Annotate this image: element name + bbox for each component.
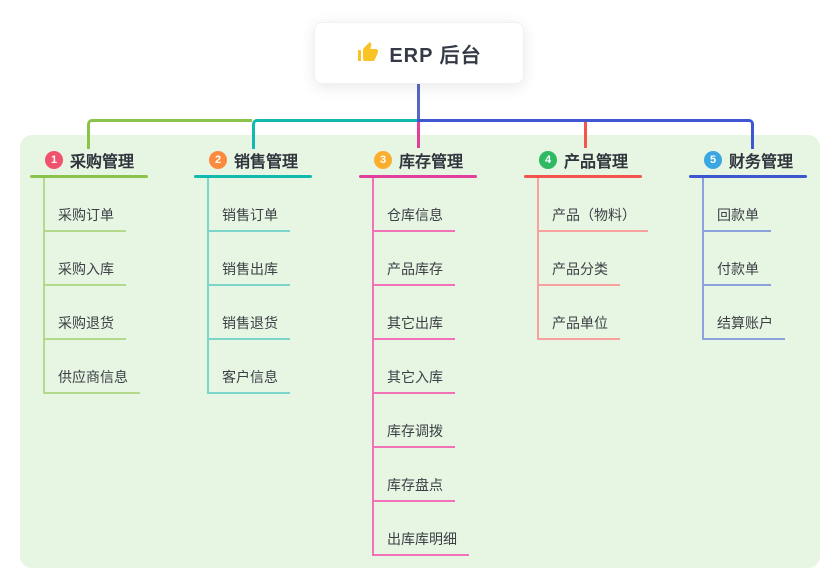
- node-label: 产品单位: [552, 315, 608, 331]
- mindmap-node[interactable]: 销售订单: [209, 178, 290, 232]
- mindmap-node[interactable]: 其它出库: [374, 286, 455, 340]
- branch-label: 产品管理: [564, 154, 629, 171]
- node-label: 其它入库: [387, 369, 443, 385]
- mindmap-node[interactable]: 付款单: [704, 232, 771, 286]
- mindmap-node[interactable]: 产品分类: [539, 232, 620, 286]
- branch-underline: [194, 175, 312, 178]
- branch-header[interactable]: 5 财务管理: [689, 148, 793, 172]
- mindmap-node[interactable]: 产品库存: [374, 232, 455, 286]
- branch-number-badge: 1: [45, 151, 63, 169]
- mindmap-node[interactable]: 销售出库: [209, 232, 290, 286]
- node-label: 回款单: [717, 207, 759, 223]
- branch-number-badge: 2: [209, 151, 227, 169]
- connector-elbow-branch-1: [87, 119, 252, 149]
- connector-drop-branch-4: [584, 122, 587, 148]
- node-label: 采购退货: [58, 315, 114, 331]
- root-node[interactable]: ERP 后台: [314, 22, 524, 84]
- branch-number-badge: 3: [374, 151, 392, 169]
- node-label: 销售退货: [222, 315, 278, 331]
- branch-label: 销售管理: [234, 154, 299, 171]
- branch-underline: [359, 175, 477, 178]
- node-label: 仓库信息: [387, 207, 443, 223]
- branch-children: 回款单 付款单 结算账户: [702, 178, 785, 340]
- connector-elbow-branch-5: [417, 119, 754, 149]
- branch-underline: [30, 175, 148, 178]
- branch-label: 库存管理: [399, 154, 464, 171]
- mindmap-panel: [20, 135, 820, 568]
- branch-column-5: 5 财务管理 回款单 付款单 结算账户: [689, 148, 807, 340]
- node-label: 采购订单: [58, 207, 114, 223]
- branch-underline: [689, 175, 807, 178]
- mindmap-node[interactable]: 采购入库: [45, 232, 126, 286]
- node-label: 产品（物料）: [552, 207, 636, 223]
- mindmap-node[interactable]: 供应商信息: [45, 340, 140, 394]
- branch-header[interactable]: 3 库存管理: [359, 148, 463, 172]
- branch-header[interactable]: 2 销售管理: [194, 148, 298, 172]
- branch-children: 销售订单 销售出库 销售退货 客户信息: [207, 178, 290, 394]
- mindmap-node[interactable]: 采购订单: [45, 178, 126, 232]
- mindmap-node[interactable]: 客户信息: [209, 340, 290, 394]
- node-label: 采购入库: [58, 261, 114, 277]
- mindmap-node[interactable]: 其它入库: [374, 340, 455, 394]
- mindmap-node[interactable]: 销售退货: [209, 286, 290, 340]
- mindmap-node[interactable]: 出库库明细: [374, 502, 469, 556]
- mindmap-node[interactable]: 库存盘点: [374, 448, 455, 502]
- thumbs-up-icon: [356, 41, 380, 65]
- node-label: 结算账户: [717, 315, 773, 331]
- branch-label: 采购管理: [70, 154, 135, 171]
- node-label: 供应商信息: [58, 369, 128, 385]
- node-label: 库存调拨: [387, 423, 443, 439]
- mindmap-node[interactable]: 仓库信息: [374, 178, 455, 232]
- root-title: ERP 后台: [389, 44, 482, 67]
- connector-trunk: [417, 84, 420, 119]
- node-label: 库存盘点: [387, 477, 443, 493]
- mindmap-node[interactable]: 产品（物料）: [539, 178, 648, 232]
- branch-children: 仓库信息 产品库存 其它出库 其它入库 库存调拨 库存盘点 出库库明细: [372, 178, 469, 556]
- branch-label: 财务管理: [729, 154, 794, 171]
- mindmap-node[interactable]: 产品单位: [539, 286, 620, 340]
- branch-underline: [524, 175, 642, 178]
- mindmap-node[interactable]: 采购退货: [45, 286, 126, 340]
- branch-column-2: 2 销售管理 销售订单 销售出库 销售退货 客户信息: [194, 148, 312, 394]
- node-label: 产品分类: [552, 261, 608, 277]
- branch-number-badge: 4: [539, 151, 557, 169]
- connector-elbow-branch-2: [252, 119, 417, 149]
- mindmap-node[interactable]: 结算账户: [704, 286, 785, 340]
- branch-children: 产品（物料） 产品分类 产品单位: [537, 178, 648, 340]
- node-label: 其它出库: [387, 315, 443, 331]
- node-label: 出库库明细: [387, 531, 457, 547]
- branch-header[interactable]: 4 产品管理: [524, 148, 628, 172]
- node-label: 销售出库: [222, 261, 278, 277]
- mindmap-node[interactable]: 回款单: [704, 178, 771, 232]
- connector-drop-branch-3: [417, 122, 420, 148]
- branch-number-badge: 5: [704, 151, 722, 169]
- node-label: 付款单: [717, 261, 759, 277]
- branch-column-1: 1 采购管理 采购订单 采购入库 采购退货 供应商信息: [30, 148, 148, 394]
- node-label: 客户信息: [222, 369, 278, 385]
- branch-children: 采购订单 采购入库 采购退货 供应商信息: [43, 178, 140, 394]
- mindmap-node[interactable]: 库存调拨: [374, 394, 455, 448]
- node-label: 产品库存: [387, 261, 443, 277]
- branch-header[interactable]: 1 采购管理: [30, 148, 134, 172]
- branch-column-3: 3 库存管理 仓库信息 产品库存 其它出库 其它入库 库存调拨 库存盘点 出库库…: [359, 148, 477, 556]
- node-label: 销售订单: [222, 207, 278, 223]
- branch-column-4: 4 产品管理 产品（物料） 产品分类 产品单位: [524, 148, 648, 340]
